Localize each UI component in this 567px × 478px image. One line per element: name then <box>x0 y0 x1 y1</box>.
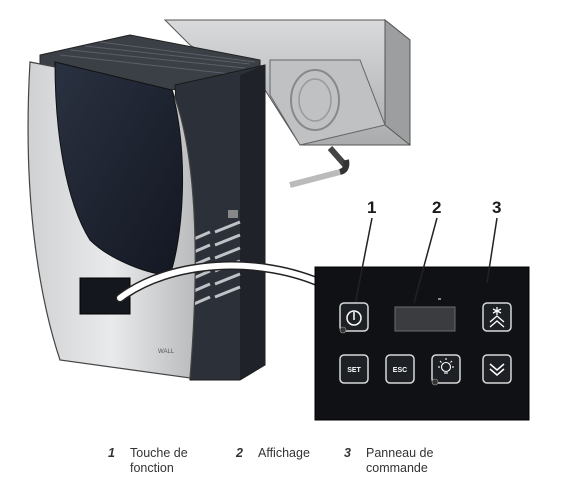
front-panel: WALL <box>27 61 196 379</box>
legend-text: Affichage <box>258 446 310 460</box>
down-button[interactable] <box>482 354 512 384</box>
defrost-up-button[interactable] <box>482 302 512 332</box>
esc-button[interactable] <box>385 354 415 384</box>
callout-arrow <box>117 262 325 301</box>
legend-text: Touche de fonction <box>130 446 188 475</box>
callout-number-2: 2 <box>432 198 442 217</box>
legend-text: Panneau de commande <box>366 446 434 475</box>
light-button[interactable] <box>431 354 461 384</box>
legend-number: 1 <box>108 446 115 460</box>
set-button-label: SET <box>347 367 361 374</box>
condenser-unit <box>163 18 411 188</box>
callout-number-1: 1 <box>367 198 377 217</box>
leader-line-1 <box>354 217 373 306</box>
light-bulb-icon <box>438 358 454 374</box>
callout-number-3: 3 <box>492 198 502 217</box>
snowflake-chevron-up-icon <box>489 307 505 328</box>
power-icon <box>346 310 362 326</box>
side-panel <box>174 64 266 381</box>
legend-number: 2 <box>236 446 243 460</box>
set-button[interactable] <box>339 354 369 384</box>
leader-line-2 <box>413 217 438 304</box>
leader-line-3 <box>486 217 498 284</box>
legend-number: 3 <box>344 446 351 460</box>
lcd-display <box>394 306 456 332</box>
device-label: WALL <box>158 349 175 355</box>
chevron-down-icon <box>489 363 505 376</box>
control-panel: SET ESC <box>314 217 530 421</box>
esc-button-label: ESC <box>393 367 407 374</box>
